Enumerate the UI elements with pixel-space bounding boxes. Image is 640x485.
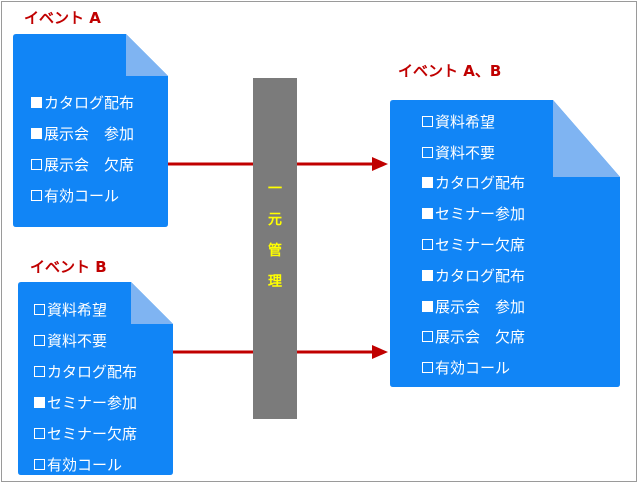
event-b-document-shape [18,282,173,475]
event-ab.items-item-label: カタログ配布 [435,174,526,193]
event-a.items-item: 展示会 欠席 [31,149,134,180]
event-b.items-item: 資料不要 [34,325,137,356]
checked-box-icon [31,128,42,139]
event-ab.items-item: カタログ配布 [422,260,525,291]
unchecked-box-icon [422,115,433,127]
event-b.items-item-label: セミナー参加 [47,394,138,412]
event-ab.items-item-label: 資料不要 [435,143,496,162]
event-ab.items-item: 有効コール [422,352,525,383]
event-a-document-shape [13,34,168,227]
event-b.items-item: カタログ配布 [34,356,137,387]
event-ab-item-list: 資料希望資料不要カタログ配布セミナー参加セミナー欠席カタログ配布展示会 参加展示… [422,106,525,383]
unchecked-box-icon [422,362,433,374]
bar-char-1: 一 [268,181,282,197]
unchecked-box-icon [422,239,433,251]
unchecked-box-icon [34,366,45,377]
event-a.items-item-label: 展示会 欠席 [44,156,135,174]
event-ab.items-item: カタログ配布 [422,168,525,199]
bar-char-2: 元 [268,212,282,228]
unchecked-box-icon [34,335,45,346]
event-ab.items-item: セミナー欠席 [422,229,525,260]
unchecked-box-icon [31,190,42,201]
event-a.items-item-label: 有効コール [44,187,120,205]
event-b.items-item: セミナー欠席 [34,418,137,449]
event-b-document: 資料希望資料不要カタログ配布セミナー参加セミナー欠席有効コール [18,282,173,475]
event-ab.items-item-label: セミナー参加 [435,205,526,224]
unchecked-box-icon [422,146,433,158]
event-ab.items-item: 展示会 参加 [422,291,525,322]
event-b.items-item-label: 資料不要 [47,332,108,350]
event-b.items-item-label: 有効コール [47,456,123,474]
bar-char-4: 理 [268,274,282,290]
checked-box-icon [422,177,433,189]
checked-box-icon [422,269,433,281]
event-b-caption: イベント B [30,258,107,276]
event-a-caption: イベント A [24,9,101,27]
unchecked-box-icon [34,459,45,470]
event-a.items-item-label: カタログ配布 [44,94,135,112]
checked-box-icon [34,397,45,408]
event-ab.items-item-label: 展示会 欠席 [435,328,526,347]
event-ab.items-item: セミナー参加 [422,198,525,229]
checked-box-icon [422,208,433,220]
event-b.items-item-label: セミナー欠席 [47,425,138,443]
bar-char-3: 管 [268,243,282,259]
event-ab.items-item: 展示会 欠席 [422,322,525,353]
event-a-item-list: カタログ配布展示会 参加展示会 欠席有効コール [31,87,134,211]
event-a.items-item: 有効コール [31,180,134,211]
event-a.items-item: カタログ配布 [31,87,134,118]
unchecked-box-icon [34,304,45,315]
event-ab-document-shape [390,100,620,387]
event-b.items-item: 資料希望 [34,294,137,325]
event-ab-caption: イベント A、B [398,62,502,80]
centralized-management-label: 一 元 管 理 [253,174,297,298]
event-ab.items-item-label: セミナー欠席 [435,236,526,255]
event-ab.items-item: 資料不要 [422,137,525,168]
event-ab.items-item-label: 展示会 参加 [435,297,526,316]
event-b.items-item: 有効コール [34,449,137,480]
event-ab.items-item-label: 有効コール [435,359,511,378]
event-b-item-list: 資料希望資料不要カタログ配布セミナー参加セミナー欠席有効コール [34,294,137,480]
event-ab-document: 資料希望資料不要カタログ配布セミナー参加セミナー欠席カタログ配布展示会 参加展示… [390,100,620,387]
checked-box-icon [422,300,433,312]
unchecked-box-icon [34,428,45,439]
event-a.items-item: 展示会 参加 [31,118,134,149]
unchecked-box-icon [31,159,42,170]
event-b.items-item: セミナー参加 [34,387,137,418]
unchecked-box-icon [422,331,433,343]
event-a-document: カタログ配布展示会 参加展示会 欠席有効コール [13,34,168,227]
event-ab.items-item-label: 資料希望 [435,112,496,131]
event-ab.items-item: 資料希望 [422,106,525,137]
centralized-management-bar: 一 元 管 理 [253,78,297,419]
checked-box-icon [31,97,42,108]
event-b.items-item-label: カタログ配布 [47,363,138,381]
event-b.items-item-label: 資料希望 [47,301,108,319]
event-ab.items-item-label: カタログ配布 [435,266,526,285]
event-a.items-item-label: 展示会 参加 [44,125,135,143]
